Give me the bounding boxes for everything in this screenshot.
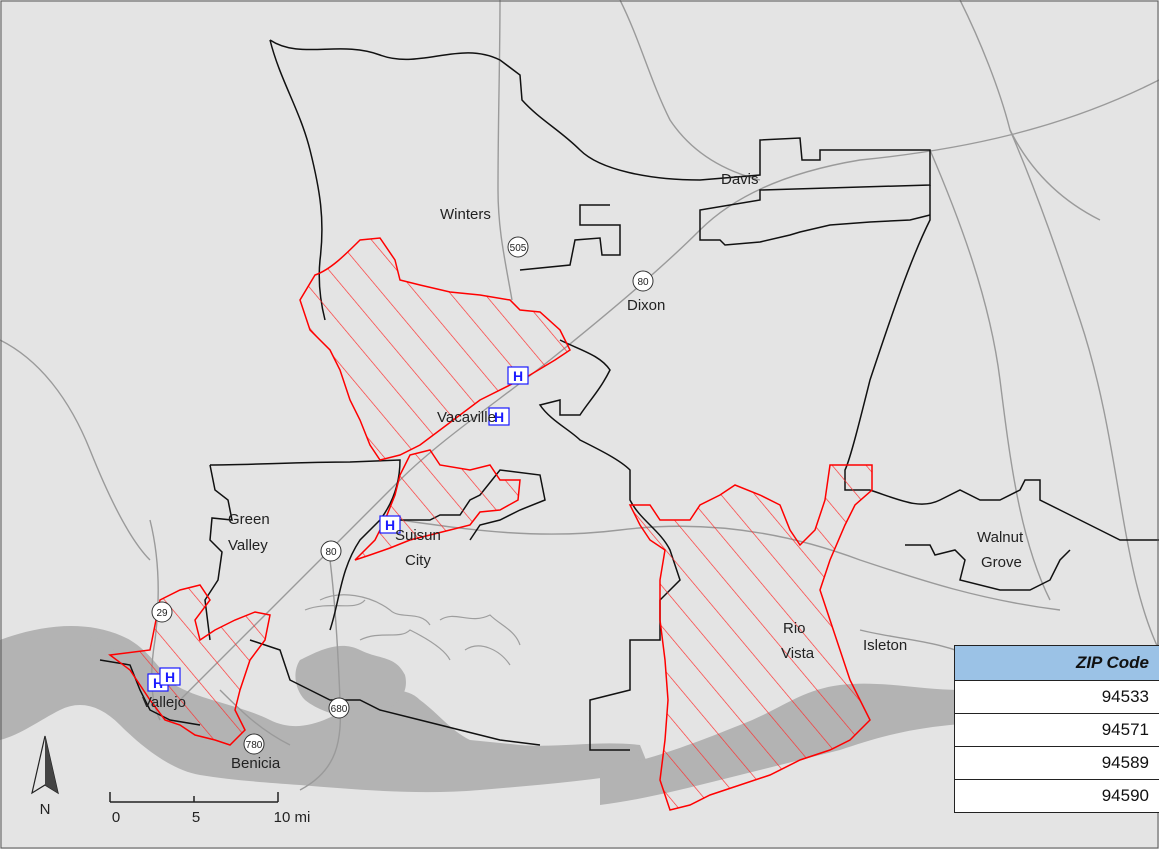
road-northeast bbox=[959, 0, 1101, 221]
county-road-north bbox=[619, 0, 761, 181]
hospital-symbol: H bbox=[513, 368, 523, 384]
place-label-winters: Winters bbox=[440, 206, 491, 223]
zip-code-table: ZIP Code 94533 94571 94589 94590 bbox=[954, 645, 1159, 813]
zip-area-rio-vista bbox=[628, 464, 873, 811]
hospital-symbol: H bbox=[385, 517, 395, 533]
scale-bar: 0 5 10 mi bbox=[109, 792, 311, 826]
table-row: 94589 bbox=[954, 746, 1159, 780]
water-grizzly-bay bbox=[295, 645, 406, 717]
highway-shield-505: 505 bbox=[507, 236, 529, 258]
hospital-symbol: H bbox=[494, 409, 504, 425]
place-label-walnut-grove-line1: Walnut bbox=[977, 529, 1024, 546]
place-label-benicia: Benicia bbox=[231, 755, 281, 772]
zip-cell: 94533 bbox=[954, 680, 1159, 714]
river-outline-east bbox=[1009, 129, 1159, 651]
scale-tick-0: 0 bbox=[112, 809, 120, 826]
south-boundary bbox=[249, 639, 541, 746]
highway-label-780: 780 bbox=[246, 740, 263, 751]
zip-cell: 94590 bbox=[954, 779, 1159, 813]
zip-area-vacaville bbox=[299, 237, 571, 461]
place-label-green-valley-line1: Green bbox=[228, 511, 270, 528]
place-label-davis: Davis bbox=[721, 171, 759, 188]
road-west bbox=[0, 339, 151, 561]
scale-tick-10: 10 mi bbox=[274, 809, 311, 826]
zip-cell: 94571 bbox=[954, 713, 1159, 747]
highway-shield-680: 680 bbox=[328, 697, 350, 719]
zip-area-vallejo bbox=[108, 584, 271, 746]
table-row: 94590 bbox=[954, 779, 1159, 813]
zip-service-areas bbox=[108, 237, 873, 811]
table-row: 94571 bbox=[954, 713, 1159, 747]
water-sloughs bbox=[304, 594, 521, 666]
highway-shield-780: 780 bbox=[243, 733, 265, 755]
hospital-icon-vacaville-north[interactable]: H bbox=[507, 366, 529, 385]
highway-label-29: 29 bbox=[156, 608, 168, 619]
water-san-pablo-bay bbox=[0, 626, 650, 793]
interstate-505-road bbox=[497, 0, 513, 301]
county-road-east bbox=[929, 149, 1051, 601]
highway-shield-80-dixon: 80 bbox=[632, 270, 654, 292]
scale-tick-5: 5 bbox=[192, 809, 200, 826]
yolo-solano-boundary bbox=[269, 39, 931, 246]
highway-shield-80-suisun: 80 bbox=[320, 540, 342, 562]
green-valley-inner bbox=[204, 464, 233, 641]
hospital-icon-suisun[interactable]: H bbox=[379, 515, 401, 534]
interstate-80-road bbox=[179, 79, 1159, 701]
north-arrow: N bbox=[31, 735, 59, 818]
place-label-suisun-line2: City bbox=[405, 552, 431, 569]
zip-cell: 94589 bbox=[954, 746, 1159, 780]
hospital-icon-vallejo-east[interactable]: H bbox=[159, 667, 181, 686]
place-label-rio-vista-line1: Rio bbox=[783, 620, 806, 637]
highway-shield-29: 29 bbox=[151, 601, 173, 623]
highway-label-505: 505 bbox=[510, 243, 527, 254]
highway-label-80-dixon: 80 bbox=[637, 277, 649, 288]
place-label-rio-vista-line2: Vista bbox=[781, 645, 815, 662]
hospital-symbol: H bbox=[165, 669, 175, 685]
walnut-grove-boundary bbox=[905, 544, 1071, 591]
zip-table-header-row: ZIP Code bbox=[954, 645, 1159, 681]
place-label-suisun-line1: Suisun bbox=[395, 527, 441, 544]
east-delta-boundary bbox=[869, 479, 1159, 541]
place-label-walnut-grove-line2: Grove bbox=[981, 554, 1022, 571]
solano-east-boundary bbox=[844, 185, 931, 491]
highway-label-680: 680 bbox=[331, 704, 348, 715]
hospital-symbol: H bbox=[153, 675, 163, 691]
place-label-green-valley-line2: Valley bbox=[228, 537, 268, 554]
place-label-dixon: Dixon bbox=[627, 297, 665, 314]
north-arrow-label: N bbox=[40, 801, 51, 818]
north-arrow-fill bbox=[45, 736, 58, 793]
hospital-icon-vacaville-south[interactable]: H bbox=[488, 407, 510, 426]
vacaville-boundary bbox=[519, 204, 621, 271]
zip-table-header: ZIP Code bbox=[954, 645, 1159, 681]
place-label-vacaville: Vacaville bbox=[437, 409, 496, 426]
place-label-isleton: Isleton bbox=[863, 637, 907, 654]
table-row: 94533 bbox=[954, 680, 1159, 714]
highway-label-80-suisun: 80 bbox=[325, 547, 337, 558]
place-label-vallejo: Vallejo bbox=[142, 694, 186, 711]
